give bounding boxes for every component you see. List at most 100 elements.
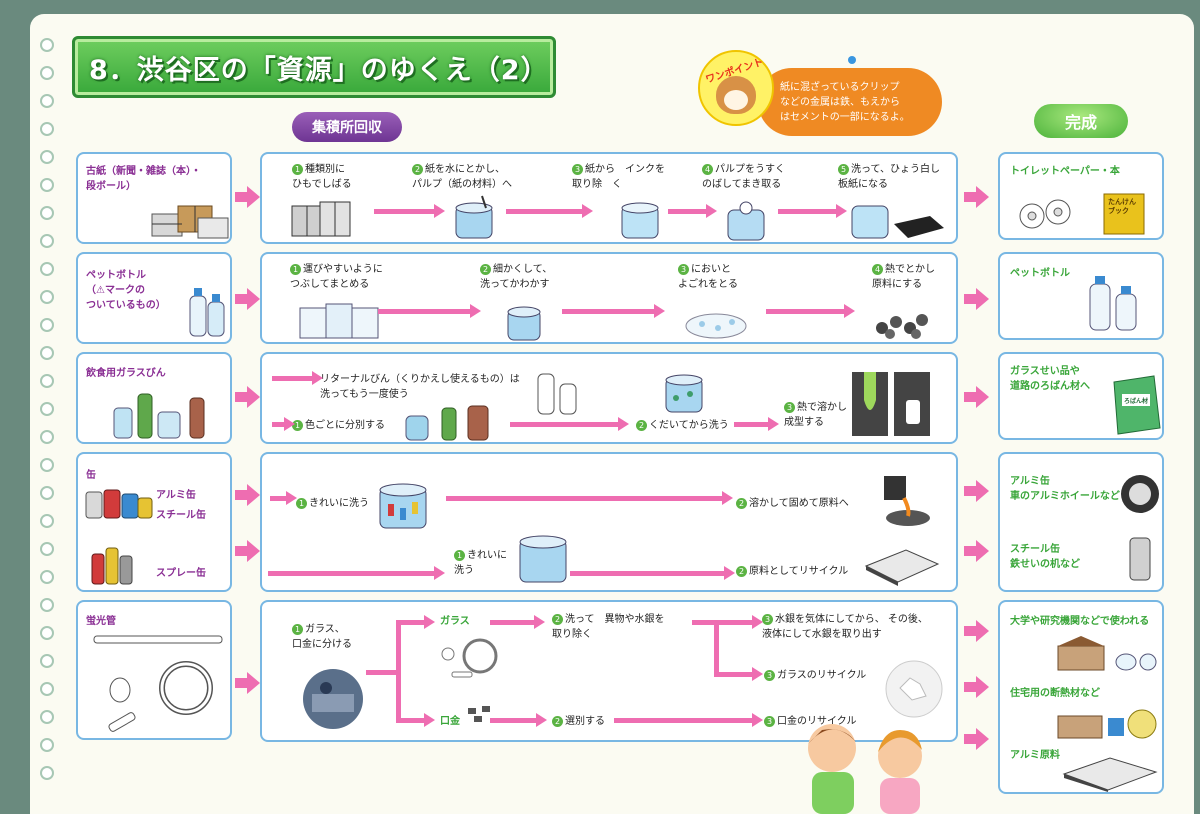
flow-arrow-icon <box>964 480 989 502</box>
flow-arrow-icon <box>964 288 989 310</box>
source-box-glass: 飲食用ガラスびん <box>76 352 232 444</box>
source-label-aluminum: アルミ缶 <box>156 490 196 501</box>
recycled-glass-cullet-icon <box>885 660 943 718</box>
book-label: たんけんブック <box>1108 198 1136 215</box>
step-arrow-icon <box>490 713 547 727</box>
flow-arrow-icon <box>235 484 260 506</box>
source-box-fluorescent: 蛍光管 <box>76 600 232 740</box>
compressed-pet-bales-icon <box>299 303 379 339</box>
step-glass-returnable: リターナルびん（くりかえし使えるもの）は 洗ってもう一度使う <box>320 374 520 400</box>
step-arrow-icon <box>510 417 629 431</box>
flow-arrow-icon <box>235 672 260 694</box>
flow-arrow-icon <box>964 540 989 562</box>
binder-ring-icon <box>40 38 54 52</box>
binder-ring-icon <box>40 682 54 696</box>
flow-arrow-icon <box>964 676 989 698</box>
title-banner: 8．渋谷区の「資源」のゆくえ（2） <box>72 36 556 98</box>
output-box-paper: トイレットペーパー・本 たんけんブック <box>998 152 1164 240</box>
binder-ring-icon <box>40 766 54 780</box>
spray-washing-tank-icon <box>519 535 567 583</box>
collection-label: 集積所回収 <box>292 112 402 142</box>
binder-ring-icon <box>40 710 54 724</box>
binder-ring-icon <box>40 458 54 472</box>
step-arrow-icon <box>268 566 445 580</box>
source-label-steel: スチール缶 <box>156 510 206 521</box>
step-arrow-icon <box>614 713 763 727</box>
aluminum-ingot-sheets-icon <box>1062 757 1158 792</box>
flow-arrow-icon <box>964 386 989 408</box>
washing-tank-icon <box>507 306 541 341</box>
source-label-paper: 古紙（新聞・雑誌（本）・ 段ボール） <box>86 166 201 192</box>
step-arrow-icon <box>668 204 717 218</box>
output-box-cans: アルミ缶 車のアルミホイールなど スチール缶 鉄せいの机など <box>998 452 1164 592</box>
ink-removal-tank-icon <box>621 202 659 239</box>
glass-aggregate-bag-icon <box>1113 375 1161 435</box>
binder-ring-icon <box>40 598 54 612</box>
page-title: 8．渋谷区の「資源」のゆくえ（2） <box>89 54 549 86</box>
output-label-alu: アルミ缶 車のアルミホイールなど <box>1010 476 1120 502</box>
complete-label: 完成 <box>1034 104 1128 138</box>
step-arrow-icon <box>490 615 545 629</box>
binder-ring-icon <box>40 94 54 108</box>
step-arrow-icon <box>272 371 323 385</box>
pulp-roller-icon <box>727 201 765 241</box>
binder-ring-icon <box>40 374 54 388</box>
binder-ring-icon <box>40 122 54 136</box>
binder-ring-icon <box>40 430 54 444</box>
step-arrow-icon <box>378 304 481 318</box>
glass-tube-pieces-icon <box>441 638 498 678</box>
glass-bag-label: ろばん材 <box>1124 398 1149 405</box>
flow-arrow-icon <box>235 540 260 562</box>
step-arrow-icon <box>446 491 733 505</box>
binder-ring-icon <box>40 402 54 416</box>
output-label-fluo2: 住宅用の断熱材など <box>1010 688 1100 699</box>
output-label-fluo3: アルミ原料 <box>1010 750 1060 761</box>
insulation-material-icon <box>1057 709 1157 739</box>
flow-arrow-icon <box>964 186 989 208</box>
pulp-tank-icon <box>455 195 493 239</box>
source-label-pet: ペットボトル （⚠マークの ついているもの） <box>86 270 166 311</box>
flow-arrow-icon <box>235 386 260 408</box>
tied-paper-icon <box>291 201 351 237</box>
source-box-paper: 古紙（新聞・雑誌（本）・ 段ボール） <box>76 152 232 244</box>
branch-line-icon <box>714 620 719 676</box>
tip-line: 紙に混ざっているクリップ <box>780 82 900 93</box>
source-box-pet: ペットボトル （⚠マークの ついているもの） <box>76 252 232 344</box>
step-arrow-icon <box>270 491 297 505</box>
binder-ring-icon <box>40 318 54 332</box>
sorting-photo-icon <box>303 669 363 729</box>
source-box-cans: 缶 アルミ缶 スチール缶 スプレー缶 <box>76 452 232 592</box>
binder-ring-icon <box>40 514 54 528</box>
source-label-fluorescent: 蛍光管 <box>86 616 116 627</box>
source-label-spray: スプレー缶 <box>156 568 206 579</box>
step-arrow-icon <box>562 304 665 318</box>
pin-icon <box>848 56 856 64</box>
step-arrow-icon <box>714 667 763 681</box>
step-arrow-icon <box>570 566 735 580</box>
returnable-bottles-icon <box>537 373 577 415</box>
output-box-glass: ガラスせい品や 道路のろばん材へ ろばん材 <box>998 352 1164 440</box>
new-pet-bottles-icon <box>1089 276 1137 331</box>
output-label-steel: スチール缶 鉄せいの机など <box>1010 544 1080 570</box>
binder-ring-icon <box>40 234 54 248</box>
glass-molding-icon <box>852 372 930 436</box>
step-arrow-icon <box>506 204 593 218</box>
steel-can-icon <box>1129 537 1151 581</box>
source-label-glass: 飲食用ガラスびん <box>86 368 166 379</box>
branch-line-icon <box>366 670 400 675</box>
